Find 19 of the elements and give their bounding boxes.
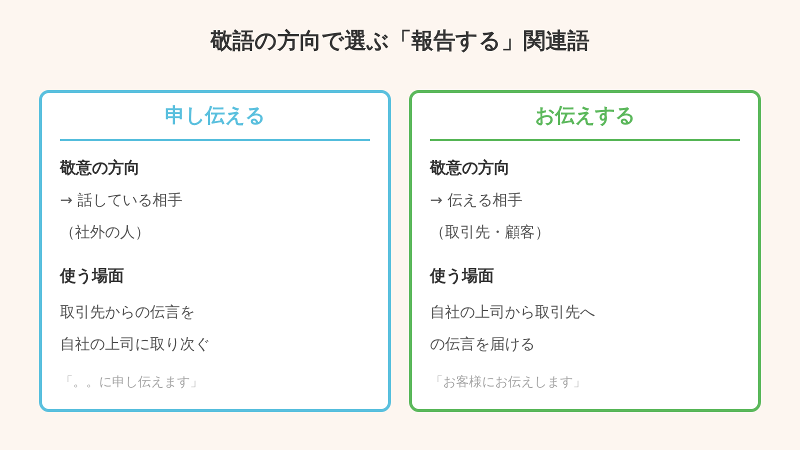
body-text: → 話している相手 — [60, 190, 182, 211]
section-heading: 使う場面 — [60, 265, 124, 287]
section-heading: 敬意の方向 — [430, 157, 510, 179]
body-text: （取引先・顧客） — [430, 222, 550, 243]
section-heading: 使う場面 — [430, 265, 494, 287]
example-phrase: 「。。に申し伝えます」 — [60, 374, 203, 392]
panel-heading: 申し伝える — [165, 102, 265, 129]
body-text: （社外の人） — [60, 222, 150, 243]
comparison-card — [409, 90, 761, 412]
body-text: → 伝える相手 — [430, 190, 522, 211]
panel-heading: お伝えする — [535, 102, 635, 129]
body-text: 取引先からの伝言を — [60, 302, 195, 323]
body-text: 自社の上司に取り次ぐ — [60, 334, 210, 355]
body-text: の伝言を届ける — [430, 334, 535, 355]
body-text: 自社の上司から取引先へ — [430, 302, 595, 323]
example-phrase: 「お客様にお伝えします」 — [430, 374, 586, 392]
comparison-card — [39, 90, 391, 412]
section-heading: 敬意の方向 — [60, 157, 140, 179]
diagram-title: 敬語の方向で選ぶ「報告する」関連語 — [210, 28, 590, 56]
